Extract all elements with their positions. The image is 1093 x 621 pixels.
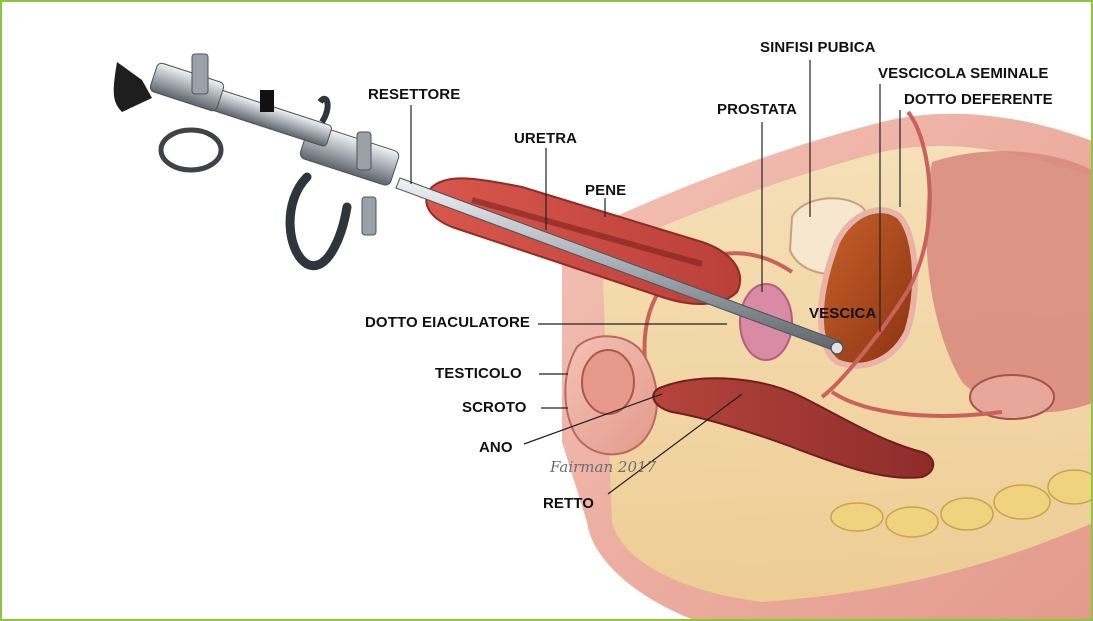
label-dotto-eiaculatore: DOTTO EIACULATORE bbox=[365, 314, 530, 332]
testicle-shape bbox=[582, 350, 634, 414]
label-uretra: URETRA bbox=[514, 130, 577, 148]
label-retto: RETTO bbox=[543, 495, 594, 513]
label-pene: PENE bbox=[585, 182, 626, 200]
label-vescicola-seminale: VESCICOLA SEMINALE bbox=[878, 65, 1048, 83]
label-vescica: VESCICA bbox=[809, 305, 876, 323]
label-ano: ANO bbox=[479, 439, 513, 457]
label-scroto: SCROTO bbox=[462, 399, 527, 417]
label-sinfisi-pubica: SINFISI PUBICA bbox=[760, 39, 876, 57]
label-dotto-deferente: DOTTO DEFERENTE bbox=[904, 91, 1053, 109]
label-prostata: PROSTATA bbox=[717, 101, 797, 119]
label-testicolo: TESTICOLO bbox=[435, 365, 522, 383]
artist-signature: Fairman 2017 bbox=[550, 458, 656, 476]
label-resettore: RESETTORE bbox=[368, 86, 460, 104]
